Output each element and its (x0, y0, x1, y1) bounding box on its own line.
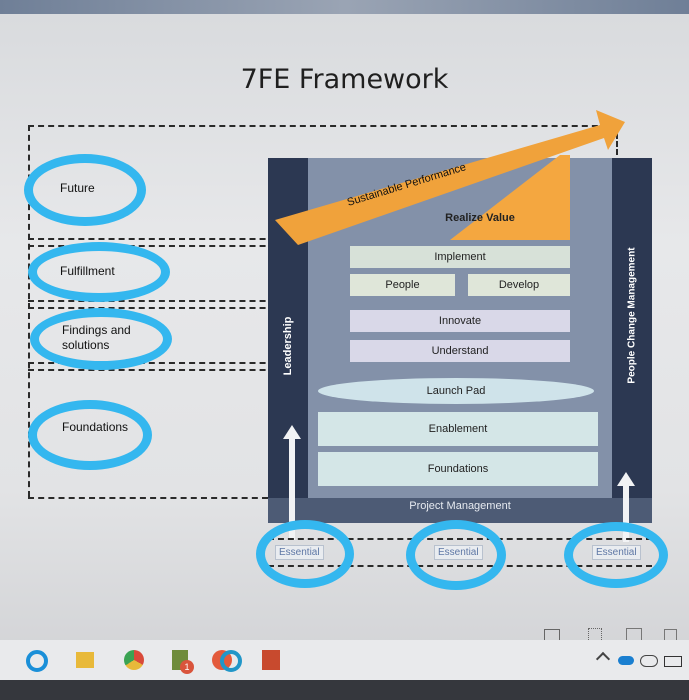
dashed-frame-right (616, 125, 618, 155)
notification-badge: 1 (180, 660, 194, 674)
layer-enablement: Enablement (318, 412, 598, 446)
screen-bottom-edge (0, 680, 689, 700)
layer-foundations: Foundations (318, 452, 598, 486)
chrome-icon[interactable] (124, 650, 144, 670)
sustainable-performance-arrow (275, 110, 625, 245)
files-icon[interactable] (76, 652, 94, 668)
arrow-fill-triangle (450, 155, 570, 240)
up-arrow-right (617, 472, 635, 542)
highlight-circle-essential-3 (564, 522, 668, 588)
leadership-label: Leadership (282, 316, 294, 376)
layer-implement: Implement (350, 246, 570, 268)
arrow-shape (275, 110, 625, 245)
layer-understand: Understand (350, 340, 570, 362)
highlight-circle-future (24, 154, 146, 226)
presentation-slide: 7FE Framework (0, 14, 689, 620)
layer-develop: Develop (468, 274, 570, 296)
taskbar (0, 640, 689, 680)
dashed-frame-left (28, 125, 30, 497)
highlight-circle-essential-2 (406, 520, 506, 590)
people-change-label: People Change Management (626, 247, 638, 384)
layer-innovate: Innovate (350, 310, 570, 332)
slide-title: 7FE Framework (240, 64, 449, 95)
edge-icon-2[interactable] (220, 650, 242, 672)
layer-people: People (350, 274, 455, 296)
powerpoint-icon[interactable] (262, 650, 280, 670)
dashed-frame-top (28, 125, 618, 127)
cloud-icon[interactable] (640, 655, 658, 667)
people-change-column (612, 158, 652, 498)
highlight-circle-essential-1 (256, 520, 354, 588)
layer-realize-value: Realize Value (445, 212, 515, 224)
battery-icon (664, 656, 682, 667)
up-arrow-left (283, 425, 301, 540)
highlight-circle-fulfillment (28, 242, 170, 302)
highlight-circle-foundations (28, 400, 152, 470)
layer-launch-pad: Launch Pad (318, 378, 594, 404)
edge-icon[interactable] (26, 650, 48, 672)
screen-top-edge (0, 0, 689, 14)
highlight-circle-findings (30, 308, 172, 370)
project-management-label: Project Management (409, 500, 511, 512)
onedrive-icon[interactable] (618, 656, 634, 665)
dashed-frame-bottom (28, 497, 268, 499)
